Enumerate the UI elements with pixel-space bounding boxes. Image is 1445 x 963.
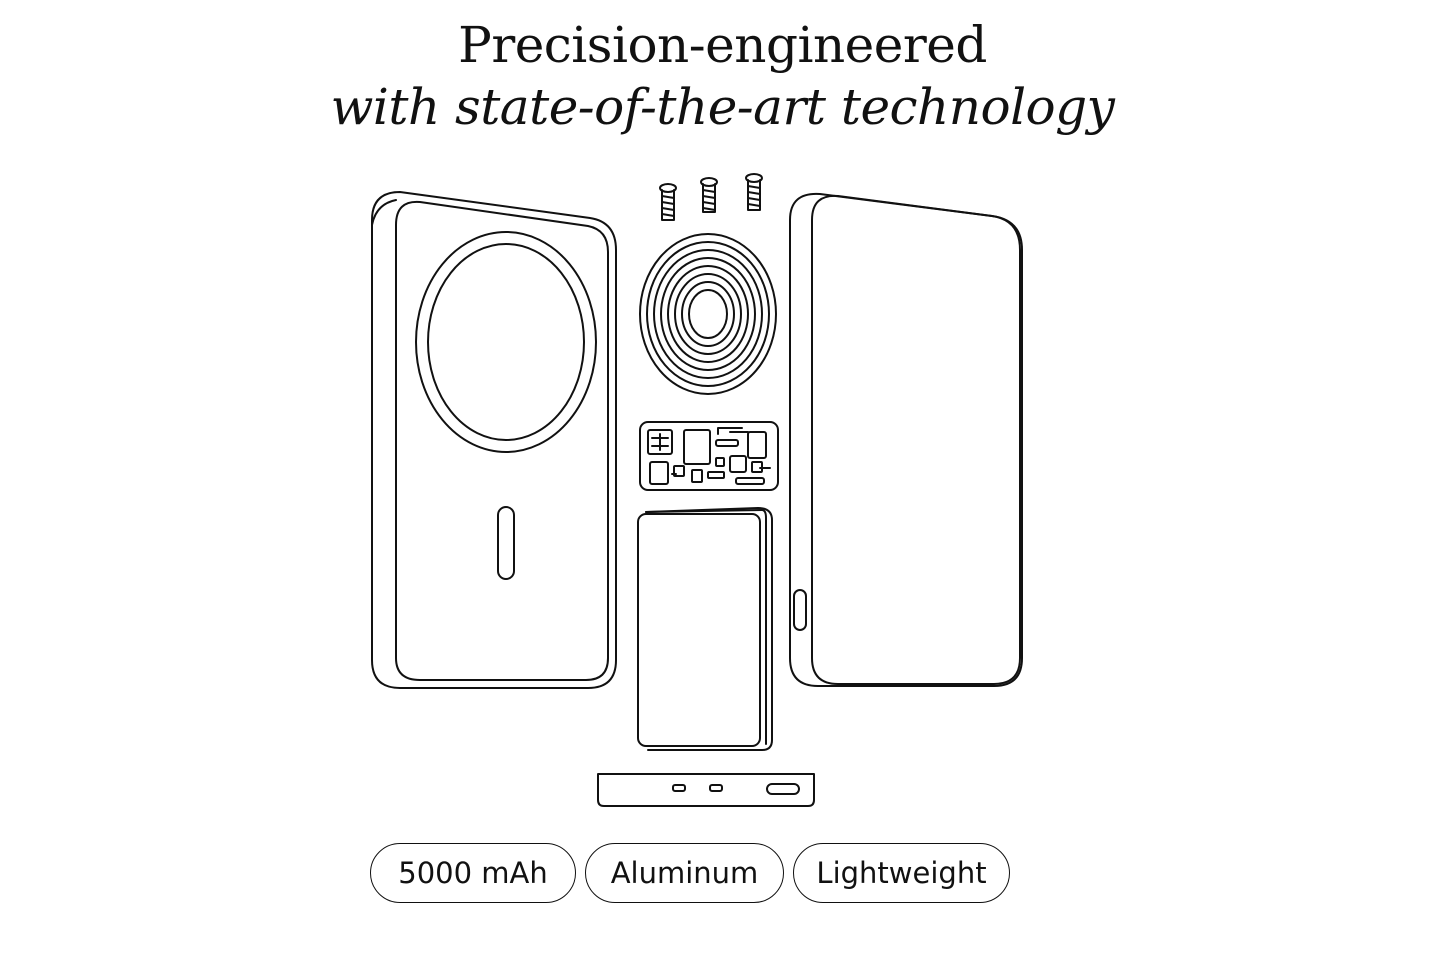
feature-pill-weight: Lightweight bbox=[793, 843, 1010, 903]
wireless-charging-coil-icon bbox=[639, 233, 777, 395]
headline-title: Precision-engineered bbox=[458, 16, 987, 74]
front-case-inner bbox=[395, 200, 609, 681]
screw-1 bbox=[659, 183, 677, 221]
front-case-outer bbox=[371, 191, 617, 689]
back-case bbox=[789, 192, 1023, 687]
battery-cell-icon bbox=[637, 507, 773, 751]
headline-subtitle: with state-of-the-art technology bbox=[330, 78, 1115, 136]
port-1 bbox=[672, 784, 686, 792]
usb-c-port bbox=[766, 783, 800, 795]
feature-pill-capacity: 5000 mAh bbox=[370, 843, 576, 903]
screw-icon bbox=[659, 173, 763, 221]
magnetic-ring-outer bbox=[415, 231, 597, 453]
magnetic-ring-inner bbox=[427, 243, 585, 441]
port-end-cap-icon bbox=[597, 773, 815, 807]
port-2 bbox=[709, 784, 723, 792]
front-case bbox=[371, 191, 617, 689]
side-button bbox=[793, 589, 807, 631]
circuit-board-icon bbox=[639, 421, 779, 491]
screw-2 bbox=[700, 177, 718, 213]
led-indicator bbox=[497, 506, 515, 580]
back-case-face bbox=[811, 194, 1021, 685]
screw-3 bbox=[745, 173, 763, 211]
headline: Precision-engineered with state-of-the-a… bbox=[0, 14, 1445, 138]
feature-pills: 5000 mAh Aluminum Lightweight bbox=[0, 843, 1445, 907]
back-case-body bbox=[789, 192, 1023, 687]
feature-pill-material: Aluminum bbox=[585, 843, 784, 903]
